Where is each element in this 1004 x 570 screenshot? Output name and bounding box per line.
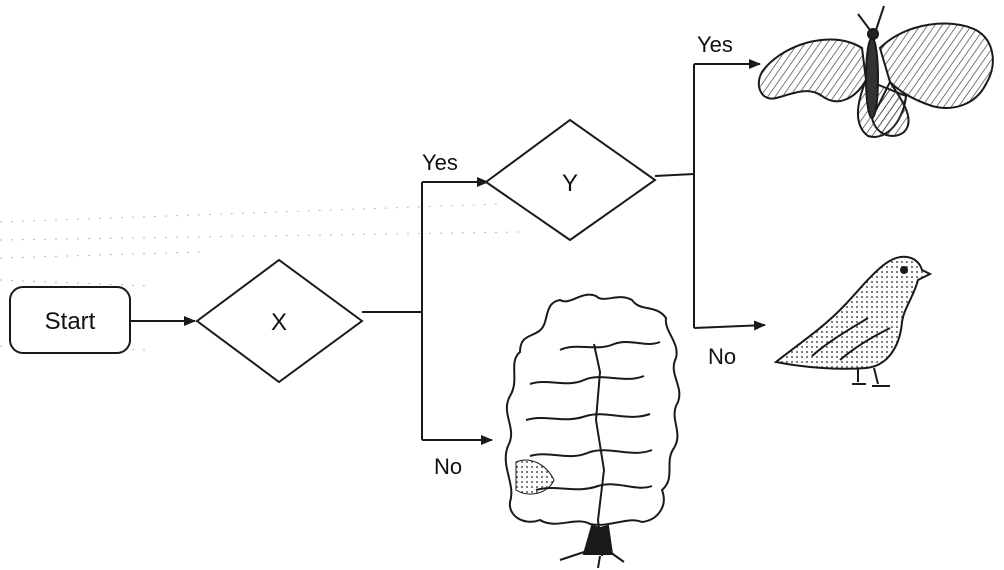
start-label: Start <box>45 308 96 335</box>
edges-x <box>362 177 493 445</box>
background-speckle <box>0 203 521 351</box>
edge-y-no-label: No <box>708 344 736 369</box>
start-node: Start <box>9 286 131 354</box>
bird-icon <box>773 256 933 387</box>
decision-x-label: X <box>271 309 287 336</box>
tree-icon <box>504 293 681 569</box>
edge-x-no-label: No <box>434 454 462 479</box>
decision-x: X <box>195 258 364 384</box>
edge-y-yes-label: Yes <box>697 32 733 57</box>
edges-y <box>654 59 766 331</box>
butterfly-icon <box>757 5 994 138</box>
decision-y: Y <box>484 118 657 242</box>
decision-y-label: Y <box>562 170 578 197</box>
edge-x-yes-label: Yes <box>422 150 458 175</box>
